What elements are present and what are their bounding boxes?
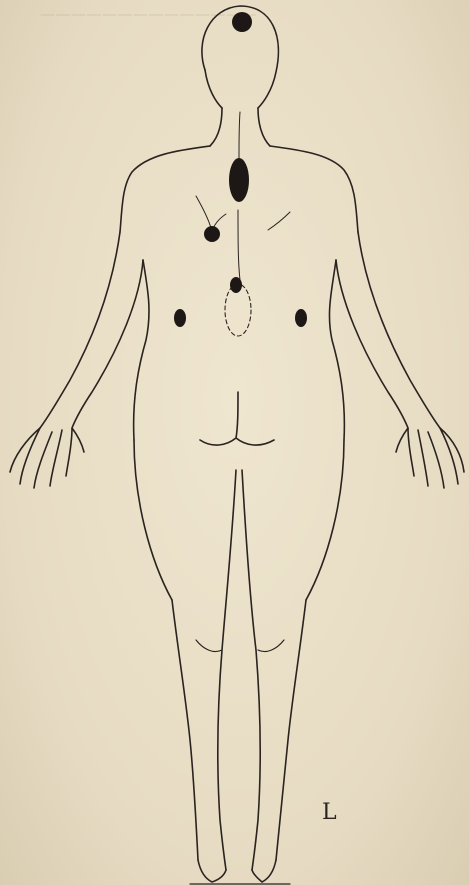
right-leg-outer: [276, 600, 306, 860]
right-scapula-mark: [268, 212, 290, 230]
spot-left-scapula: [204, 226, 220, 242]
left-hand: [10, 428, 84, 488]
head-outline-left-jaw: [205, 70, 222, 108]
right-hand: [396, 428, 464, 488]
torso-left: [134, 260, 149, 440]
right-arm-outer: [358, 232, 440, 428]
plate-letter: L: [322, 800, 337, 825]
left-leg-inner: [218, 470, 236, 870]
gluteal-cleft: [236, 392, 238, 438]
left-arm-outer: [40, 232, 120, 428]
shoulder-right: [270, 146, 358, 232]
left-knee-crease: [196, 640, 222, 652]
gluteal-fold: [200, 438, 274, 445]
spot-lumbar: [230, 277, 242, 293]
hip-right: [306, 440, 344, 600]
neck-left: [210, 108, 222, 146]
torso-right: [329, 260, 344, 440]
left-foot: [198, 860, 226, 882]
spot-upper-spine: [229, 158, 249, 202]
right-knee-crease: [258, 640, 284, 652]
neck-right: [258, 108, 270, 146]
hip-left: [134, 440, 172, 600]
right-leg-inner: [242, 470, 260, 870]
left-leg-outer: [172, 600, 198, 860]
shoulder-left: [120, 146, 210, 232]
left-arm-inner: [72, 260, 143, 428]
spot-left-flank: [174, 309, 186, 327]
spot-head: [232, 12, 252, 32]
right-arm-inner: [336, 260, 408, 428]
right-foot: [252, 860, 276, 882]
spot-right-flank: [295, 309, 307, 327]
